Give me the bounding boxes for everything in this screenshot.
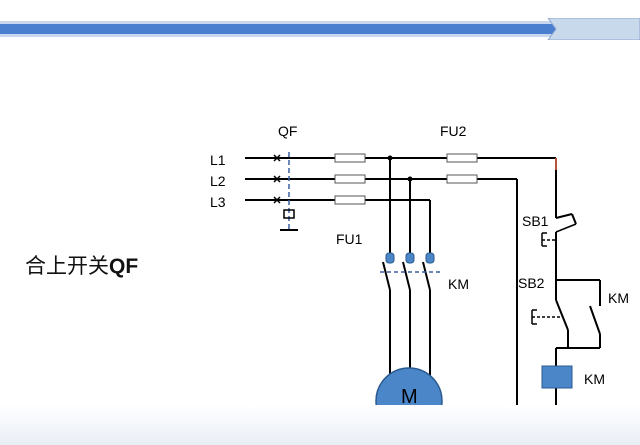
fuse-l3 [334,195,366,205]
fuse-l1 [334,153,366,163]
label-l3: L3 [210,194,226,210]
label-sb1: SB1 [522,213,549,229]
label-l1: L1 [210,152,226,168]
fuse-fu1-a [385,252,395,264]
label-motor: M [401,386,418,408]
km-coil [541,365,573,389]
fuse-fu1-c [425,252,435,264]
fuse-fu2-b [446,174,478,184]
footer-gradient [0,405,640,445]
header-arrow-shape [547,18,640,40]
label-qf: QF [278,123,297,139]
label-l2: L2 [210,173,226,189]
label-fu2: FU2 [440,123,467,139]
fuse-fu2-a [446,153,478,163]
fuse-l2 [334,174,366,184]
header-band [0,18,640,40]
label-km-coil: KM [584,371,605,387]
fuse-fu1-b [405,252,415,264]
caption-text: 合上开关 [25,255,109,278]
label-km-aux: KM [608,290,629,306]
label-sb2: SB2 [518,275,545,291]
caption-switch-name: QF [109,255,139,278]
label-fu1: FU1 [336,231,363,247]
slide-caption: 合上开关QF [25,250,138,280]
label-km-main: KM [448,276,469,292]
